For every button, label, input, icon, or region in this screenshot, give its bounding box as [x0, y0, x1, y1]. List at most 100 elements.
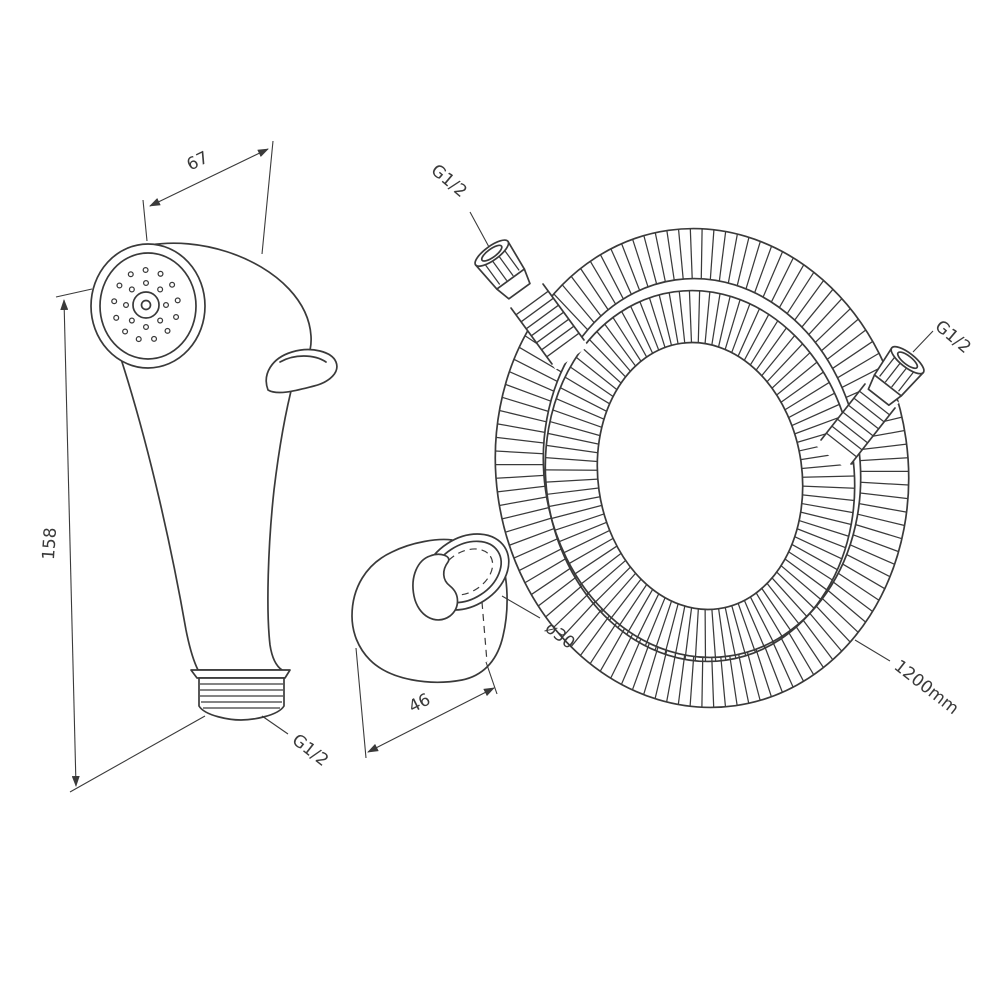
hose-rib [582, 347, 622, 384]
holder-keyhole-cutout [412, 553, 459, 621]
hose-rib [766, 583, 800, 625]
hose-rib [608, 578, 642, 621]
hose-rib [620, 638, 642, 685]
hose-rib [736, 237, 750, 286]
hose-rib [621, 311, 648, 358]
hose-rib [593, 566, 631, 605]
hose-rib [643, 235, 658, 285]
nozzle-dot [162, 301, 170, 309]
hose-rib [763, 645, 783, 693]
hose-rib [586, 559, 627, 596]
hose-rib [831, 425, 863, 451]
extension-line-46-right [485, 661, 498, 695]
hose-rib [674, 605, 686, 658]
hose-rib [689, 228, 693, 279]
spray-center-hole [140, 299, 152, 311]
hose-rib [794, 415, 844, 435]
hose-rib [589, 339, 627, 378]
hose-rib [784, 558, 828, 591]
hose-rib [658, 294, 673, 346]
hose-rib [495, 450, 544, 455]
extension-line-67-left [142, 199, 148, 242]
connector-top-face [474, 239, 510, 268]
dimension-label-sprayer-height: 158 [39, 527, 61, 561]
hose-rib [548, 496, 601, 508]
hose-rib [621, 243, 641, 291]
hose-rib [837, 352, 880, 379]
hose-rib [743, 314, 770, 361]
hose-rib [700, 228, 703, 279]
hose-rib [766, 343, 804, 383]
hose-rib [547, 432, 599, 445]
hose-rib [497, 423, 545, 433]
hose-rib [537, 576, 578, 607]
nozzle-dot [128, 286, 135, 293]
hose-rib [554, 513, 605, 531]
hose-rib [724, 299, 741, 350]
hose-rib [546, 332, 580, 358]
hose-rib [743, 600, 766, 649]
hose-rib [562, 529, 610, 554]
hose-rib [776, 361, 818, 396]
nozzle-dot [122, 328, 129, 335]
hose-rib [610, 248, 632, 295]
hose-rib [604, 323, 637, 367]
hose-rib [791, 543, 838, 571]
hose-rib [795, 625, 824, 668]
hose-rib [826, 329, 867, 360]
connector-opening [896, 351, 919, 370]
label-sprayer-thread: G1/2 [288, 730, 332, 771]
sprayer-drawing [90, 242, 338, 721]
connector-opening [480, 244, 503, 262]
leader-line-sprayer-thread [261, 715, 289, 735]
nozzle-dot [128, 317, 135, 324]
hose-rib [780, 636, 805, 682]
hose-rib [549, 420, 601, 437]
leader-line-hose-top-thread [469, 211, 490, 248]
hose-rib [852, 534, 899, 553]
hose-drawing [474, 227, 925, 709]
hose-rib [505, 383, 552, 402]
hose-right-end-edge [850, 407, 896, 465]
hose-rib [746, 651, 761, 701]
hose-rib [668, 292, 679, 344]
connector-ridge [503, 248, 520, 271]
hose-rib [853, 397, 885, 423]
nozzle-dot [113, 314, 120, 321]
hose-rib [632, 239, 649, 288]
hose-rib [802, 475, 855, 478]
hose-rib [771, 352, 811, 389]
hose-right-connector [867, 345, 925, 407]
hose-rib [501, 506, 549, 520]
hose-rib [846, 554, 891, 578]
hose-rib [654, 232, 666, 282]
hose-rib [579, 552, 622, 586]
hose-rib [677, 229, 684, 280]
hose-rib [560, 387, 607, 412]
hose-rib [569, 366, 614, 398]
leader-line-hose-length [854, 639, 891, 662]
hose-rib [802, 619, 834, 661]
hose-rib [520, 297, 554, 323]
dimension-line-158 [60, 299, 80, 787]
hose-rib [530, 567, 572, 596]
hose-rib [499, 409, 547, 423]
hose-rib [610, 633, 634, 679]
hose-rib [589, 622, 618, 665]
hose-rib [754, 245, 773, 293]
hose-rib [837, 418, 868, 444]
hose-top-end-ribs [515, 290, 580, 358]
hose-rib [762, 251, 784, 298]
hose-rib [654, 600, 673, 651]
hose-rib [802, 485, 855, 489]
hose-rib [860, 481, 909, 486]
hose-rib [731, 303, 751, 353]
hose-rib [827, 590, 867, 623]
hose-rib [564, 376, 610, 405]
hose-rib [552, 409, 603, 428]
hose-rib [860, 492, 909, 500]
hose-rib [558, 521, 607, 543]
hose-rib [794, 280, 825, 321]
nozzle-dot [157, 317, 164, 324]
nozzle-dot [174, 297, 181, 304]
